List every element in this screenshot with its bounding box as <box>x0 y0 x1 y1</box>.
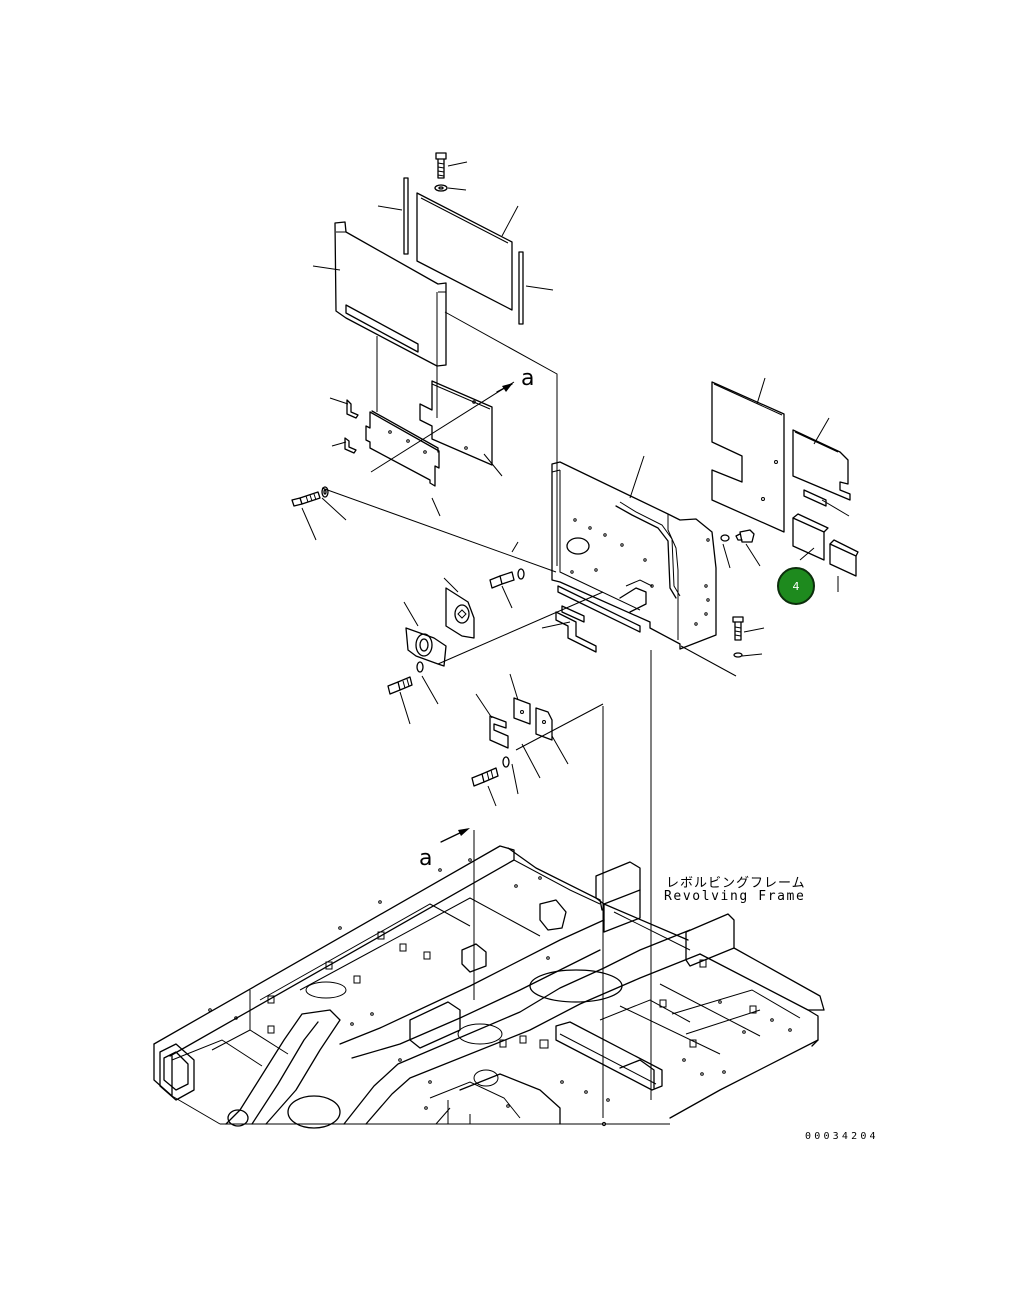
mount-bracket-flange <box>405 627 447 667</box>
bolt-lower-left <box>387 661 424 695</box>
clamp-plate-a <box>489 715 509 749</box>
revolving-frame <box>153 845 825 1129</box>
pad-small-a <box>792 513 829 561</box>
leader-lines <box>301 161 850 1125</box>
hook-bracket-lower <box>344 437 357 454</box>
plug-clip <box>735 529 755 543</box>
drawing-number: 00034204 <box>805 1131 879 1142</box>
top-cover-plate <box>416 192 513 311</box>
panel-bolt-left <box>489 568 525 589</box>
main-side-panel <box>551 461 717 650</box>
bolt-left <box>291 486 329 507</box>
hook-bracket-upper <box>346 399 359 419</box>
insulation-pad-large <box>711 381 785 533</box>
view-marker-top: a <box>521 366 535 391</box>
view-marker-bottom: a <box>419 846 433 871</box>
reference-lines <box>321 311 737 1118</box>
insulation-pad-medium <box>792 429 851 501</box>
view-arrow-bottom <box>440 828 470 843</box>
clamp-plate-c <box>535 707 553 741</box>
inner-bracket-plate <box>365 410 440 487</box>
angled-cover-plate <box>419 380 493 466</box>
pad-small-strip <box>803 489 827 507</box>
top-bolt <box>434 152 448 192</box>
seal-strip-right <box>518 251 524 325</box>
cover-frame <box>334 221 447 367</box>
seal-strip-left <box>403 177 409 255</box>
part-callout-4[interactable]: 4 <box>777 567 815 605</box>
revolving-frame-label-en: Revolving Frame <box>664 889 806 904</box>
bolt-right <box>732 616 744 658</box>
revolving-frame-label-jp: レボルビングフレーム <box>666 876 806 891</box>
pad-small-b <box>829 539 859 577</box>
grommet <box>720 534 730 542</box>
callout-number: 4 <box>792 579 800 593</box>
channel-bracket <box>555 605 597 653</box>
frame-holes <box>208 858 792 1127</box>
mount-bracket-angled <box>445 587 475 639</box>
clamp-plate-b <box>513 697 531 725</box>
bolt-lower-mid <box>471 756 510 787</box>
view-arrow-top <box>496 383 513 393</box>
